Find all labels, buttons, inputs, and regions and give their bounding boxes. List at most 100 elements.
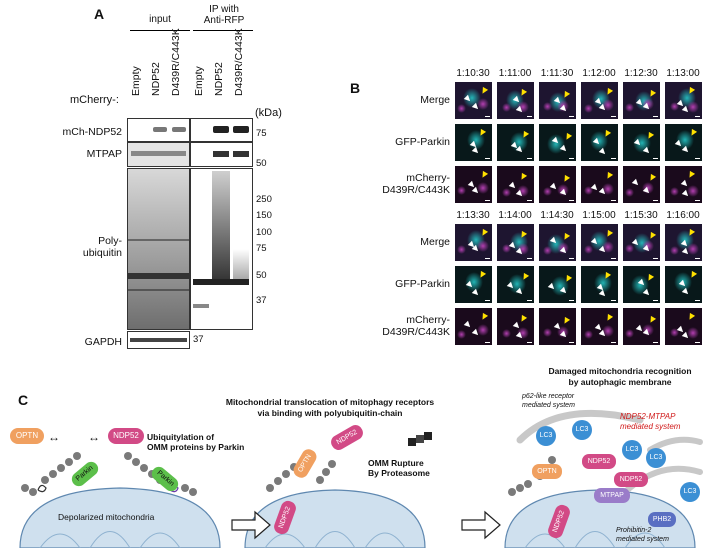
mw-marker: 50 [256, 158, 267, 169]
microscopy-image [623, 308, 660, 345]
timepoint-label: 1:14:00 [498, 210, 532, 221]
mw-marker: 150 [256, 210, 272, 221]
lc3-protein: LC3 [572, 420, 592, 440]
microscopy-image [539, 166, 576, 203]
microscopy-image [665, 266, 702, 303]
title-right-line2: by autophagic membrane [568, 377, 672, 387]
microscopy-image [455, 224, 492, 261]
microscopy-image [497, 166, 534, 203]
mw-marker: 37 [193, 334, 204, 345]
microscopy-image [455, 124, 492, 161]
row-label-line: mCherry- [406, 172, 450, 184]
autophagic-membrane [516, 409, 644, 444]
double-arrow-icon: ↔ [88, 430, 100, 444]
p62-line1: p62-like receptor [522, 393, 575, 400]
lc3-protein: LC3 [680, 482, 700, 502]
group-ip-label: IP with Anti-RFP [193, 4, 255, 26]
microscopy-image [665, 124, 702, 161]
microscopy-image [665, 166, 702, 203]
microscopy-image [497, 124, 534, 161]
proteasome-icon [408, 432, 432, 446]
blot-mtpap-input [127, 142, 190, 167]
row-label-line: D439R/C443K [382, 184, 450, 196]
microscopy-image [581, 166, 618, 203]
mtpap-protein: MTPAP [594, 488, 630, 503]
depolarized-label: Depolarized mitochondria [58, 512, 155, 522]
blot-polyub-input [127, 168, 190, 330]
microscopy-image [623, 124, 660, 161]
ubiq-line1: Ubiquitylation of [147, 432, 215, 442]
microscopy-image [455, 166, 492, 203]
panel-b-letter: B [350, 80, 361, 96]
microscopy-image [539, 224, 576, 261]
lane-label: D439R/C443K [233, 28, 245, 96]
row-label-merge: Merge [420, 94, 450, 106]
p62-line2: mediated system [522, 402, 575, 409]
microscopy-image [455, 82, 492, 119]
microscopy-image [665, 224, 702, 261]
microscopy-image [455, 266, 492, 303]
microscopy-image [581, 266, 618, 303]
phb2-protein: PHB2 [648, 512, 676, 527]
blot-label-mch-ndp52: mCh-NDP52 [62, 126, 122, 138]
ubiquitylation-label: Ubiquitylation of OMM proteins by Parkin [147, 432, 244, 452]
microscopy-image [581, 308, 618, 345]
timepoint-label: 1:11:00 [498, 68, 532, 79]
microscopy-image [539, 308, 576, 345]
autophagic-membrane [647, 436, 703, 453]
timepoint-label: 1:13:30 [456, 210, 490, 221]
row-label-line: D439R/C443K [382, 326, 450, 338]
row-label-line: mCherry- [406, 314, 450, 326]
lane-label: D439R/C443K [170, 28, 182, 96]
group-ip-line [193, 30, 253, 31]
polyub-line1: Poly- [98, 235, 122, 247]
title-right: Damaged mitochondria recognition by auto… [530, 366, 709, 388]
microscopy-image [623, 266, 660, 303]
proh-line1: Prohibitin-2 [616, 527, 652, 534]
omm-rupture-label: OMM Rupture By Proteasome [368, 458, 430, 478]
row-label-gfp: GFP-Parkin [395, 278, 450, 290]
microscopy-image [497, 308, 534, 345]
double-arrow-icon: ↔ [48, 430, 60, 444]
group-input-label: input [149, 14, 171, 25]
timepoint-label: 1:15:00 [582, 210, 616, 221]
timepoint-label: 1:14:30 [540, 210, 574, 221]
ndp52-mtpap-line2: mediated system [620, 422, 681, 431]
row-label-gfp: GFP-Parkin [395, 136, 450, 148]
timepoint-label: 1:13:00 [666, 68, 700, 79]
blot-mch-ndp52-input [127, 118, 190, 142]
row-label-mcherry: mCherry-D439R/C443K [355, 172, 450, 196]
ndp52-mtpap-line1: NDP52-MTPAP [620, 412, 676, 421]
p62-label: p62-like receptor mediated system [522, 392, 575, 410]
title-mid: Mitochondrial translocation of mitophagy… [215, 397, 445, 419]
microscopy-image [539, 82, 576, 119]
panel-c-letter: C [18, 392, 29, 408]
lane-label: NDP52 [213, 62, 225, 96]
timepoint-label: 1:12:30 [624, 68, 658, 79]
step-arrow-2 [461, 510, 501, 540]
microscopy-image [455, 308, 492, 345]
lc3-protein: LC3 [536, 426, 556, 446]
mw-marker: 50 [256, 270, 267, 281]
title-mid-line1: Mitochondrial translocation of mitophagy… [225, 397, 435, 407]
timepoint-label: 1:15:30 [624, 210, 658, 221]
microscopy-image [539, 124, 576, 161]
microscopy-image [665, 308, 702, 345]
step-arrow-1 [231, 510, 271, 540]
microscopy-image [623, 166, 660, 203]
mw-marker: 75 [256, 128, 267, 139]
title-right-line1: Damaged mitochondria recognition [548, 366, 692, 376]
blot-mtpap-ip [190, 142, 253, 167]
panel-a-letter: A [94, 6, 105, 22]
blot-label-polyub: Poly- ubiquitin [30, 235, 122, 259]
row-prefix: mCherry-: [70, 94, 119, 106]
title-mid-line2: via binding with polyubiquitin-chain [257, 408, 403, 418]
ndp52-protein: NDP52 [582, 454, 616, 469]
row-label-mcherry: mCherry-D439R/C443K [355, 314, 450, 338]
lc3-protein: LC3 [622, 440, 642, 460]
timepoint-label: 1:16:00 [666, 210, 700, 221]
polyub-line2: ubiquitin [82, 247, 122, 259]
omm-line1: OMM Rupture [368, 458, 424, 468]
microscopy-image [497, 82, 534, 119]
ndp52-protein: NDP52 [614, 472, 648, 487]
